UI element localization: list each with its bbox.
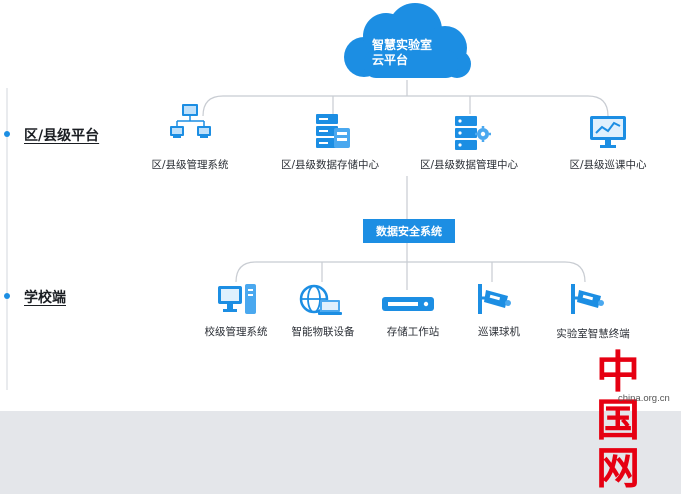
school-node-label: 实验室智慧终端 [556, 328, 630, 340]
tier-marker-school [4, 293, 10, 299]
school-node-label: 存储工作站 [386, 326, 440, 338]
data-security-system-box: 数据安全系统 [363, 219, 455, 243]
connector-lines [202, 80, 609, 290]
cloud-platform-title: 智慧实验室 云平台 [372, 38, 462, 68]
tier-marker-district [4, 131, 10, 137]
cloud-shape [344, 3, 471, 78]
monitor-chart-icon [590, 116, 626, 148]
globe-laptop-icon [299, 284, 342, 315]
storage-rack-icon [382, 297, 434, 311]
logo-site-url: china.org.cn [618, 393, 670, 404]
district-node-label: 区/县级巡课中心 [569, 159, 647, 171]
district-node-label: 区/县级管理系统 [151, 159, 229, 171]
tier-label-school: 学校端 [24, 290, 66, 306]
district-node-label: 区/县级数据管理中心 [419, 159, 519, 171]
data-security-system-label: 数据安全系统 [376, 225, 442, 238]
cctv-camera-icon [571, 284, 604, 314]
school-node-label: 校级管理系统 [204, 326, 268, 338]
network-computers-icon [170, 104, 211, 138]
district-node-label: 区/县级数据存储中心 [280, 159, 380, 171]
school-node-label: 智能物联设备 [291, 326, 355, 338]
diagram-graphics [4, 3, 626, 390]
tier-label-district: 区/县级平台 [24, 128, 100, 144]
server-storage-icon [316, 114, 350, 148]
cloud-title-line1: 智慧实验室 [372, 38, 433, 52]
logo-brand: 中国网 [596, 347, 640, 494]
cloud-title-line2: 云平台 [372, 53, 409, 67]
china-net-logo: 中国网 china.org.cn [596, 349, 678, 493]
desktop-computer-icon [218, 284, 256, 314]
school-node-label: 巡课球机 [478, 326, 520, 338]
server-gear-icon [455, 116, 491, 150]
cctv-camera-icon [478, 284, 511, 314]
